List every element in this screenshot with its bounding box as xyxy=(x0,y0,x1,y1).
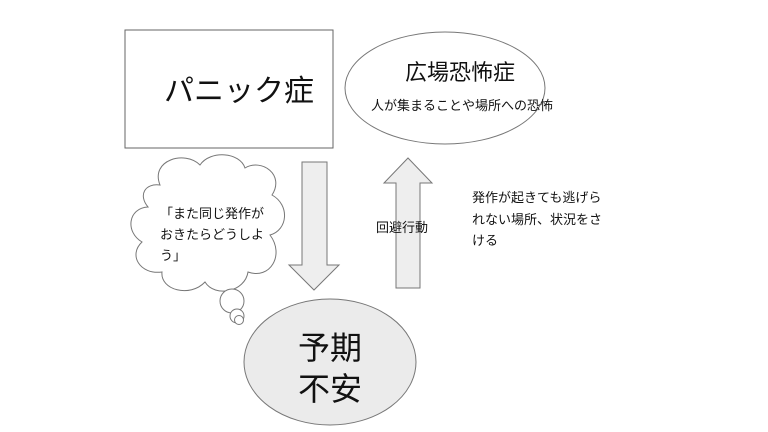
thought-line-2: おきたらどうしよ xyxy=(160,228,264,243)
anticipatory-line-1: 予期 xyxy=(298,329,362,367)
anticipatory-line-2: 不安 xyxy=(298,370,362,408)
thought-line-3: う」 xyxy=(160,249,186,264)
panic-disorder-box: パニック症 xyxy=(124,29,334,149)
panic-disorder-label: パニック症 xyxy=(164,74,314,109)
down-arrow xyxy=(287,161,341,291)
avoidance-note-line-1: 発作が起きても逃げら xyxy=(472,191,601,206)
avoidance-note: 発作が起きても逃げら れない場所、状況をさ ける xyxy=(472,191,602,249)
anticipatory-anxiety-ellipse: 予期 不安 xyxy=(243,298,417,426)
avoidance-note-line-2: れない場所、状況をさ xyxy=(472,213,602,228)
agoraphobia-ellipse: 広場恐怖症 人が集まることや場所への恐怖 xyxy=(344,31,553,145)
thought-bubble: 「また同じ発作が おきたらどうしよ う」 xyxy=(130,154,285,325)
agoraphobia-title: 広場恐怖症 xyxy=(405,61,515,86)
avoidance-note-line-3: ける xyxy=(472,234,498,249)
thought-line-1: 「また同じ発作が xyxy=(160,207,264,222)
avoidance-label: 回避行動 xyxy=(376,221,428,236)
agoraphobia-subtitle: 人が集まることや場所への恐怖 xyxy=(371,98,553,114)
up-arrow xyxy=(382,157,434,289)
